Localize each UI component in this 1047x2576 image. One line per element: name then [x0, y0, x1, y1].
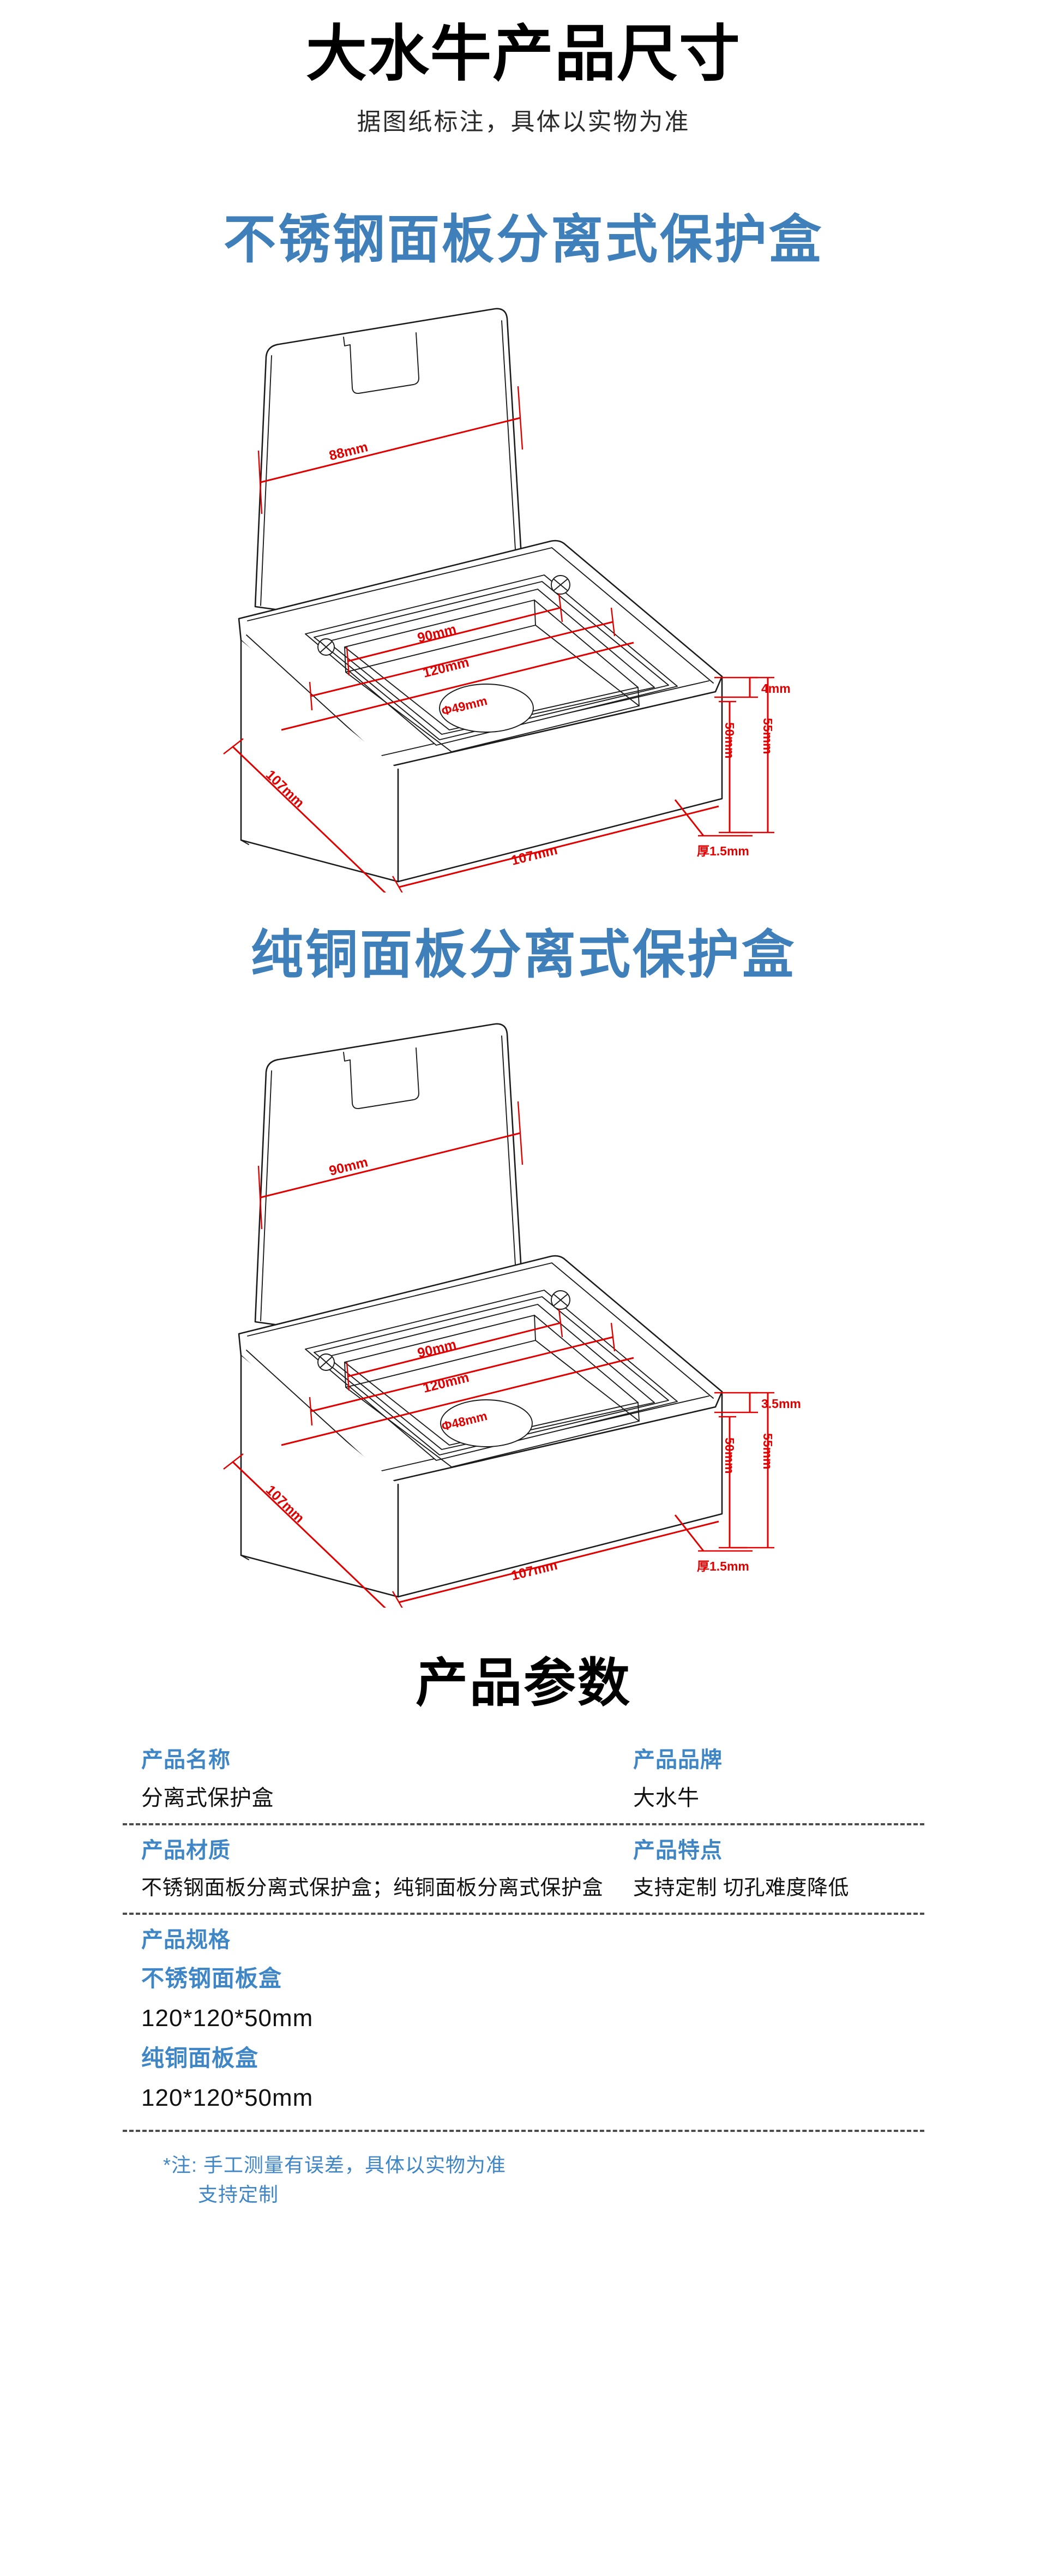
page-title: 大水牛产品尺寸	[306, 21, 741, 88]
row-divider	[123, 1913, 924, 1915]
cable-hole	[440, 1399, 533, 1448]
param-cell-name: 产品名称 分离式保护盒	[123, 1735, 630, 1814]
param-label: 产品名称	[141, 1748, 231, 1772]
row-divider	[123, 1823, 924, 1826]
technical-drawing-copper: 90mm 90mm 120mm Φ48mm 3.5mm	[223, 1023, 801, 1608]
param-value: 分离式保护盒	[141, 1786, 274, 1811]
section-heading-stainless: 不锈钢面板分离式保护盒	[224, 211, 823, 269]
dimension-side-front: 107mm	[392, 805, 719, 893]
dimension-side-front: 107mm	[392, 1520, 719, 1608]
param-value: 支持定制 切孔难度降低	[633, 1877, 850, 1900]
page-subtitle: 据图纸标注，具体以实物为准	[357, 109, 690, 136]
technical-drawing-stainless-wrap: 88mm 90mm 120mm Φ49mm 4mm	[0, 287, 1047, 893]
table-row: 产品名称 分离式保护盒 产品品牌 大水牛	[123, 1735, 924, 1826]
params-table: 产品名称 分离式保护盒 产品品牌 大水牛 产品材质 不锈钢面板分离式保护盒；纯铜…	[123, 1735, 924, 2234]
dimension-label-depth: 50mm	[723, 722, 737, 758]
dimension-thickness: 厚1.5mm	[674, 1514, 753, 1573]
dimension-label-thickness: 厚1.5mm	[697, 1559, 749, 1573]
dimension-depth: 50mm	[719, 701, 747, 834]
technical-drawing-stainless: 88mm 90mm 120mm Φ49mm 4mm	[223, 308, 791, 893]
footnote-line-1: *注: 手工测量有误差，具体以实物为准	[163, 2154, 507, 2177]
spec-item-name: 不锈钢面板盒	[141, 1966, 282, 1992]
cable-hole	[439, 684, 534, 733]
dimension-flange: 3.5mm	[714, 1392, 801, 1413]
param-label: 产品品牌	[633, 1748, 723, 1772]
screw-boss-right	[551, 575, 570, 595]
table-row: 产品材质 不锈钢面板分离式保护盒；纯铜面板分离式保护盒 产品特点 支持定制 切孔…	[123, 1825, 924, 1915]
dimension-label-thickness: 厚1.5mm	[697, 844, 749, 858]
screw-boss-left	[317, 1353, 335, 1371]
footnote-line-2: 支持定制	[198, 2183, 279, 2206]
product-spec-page: 大水牛产品尺寸 据图纸标注，具体以实物为准 不锈钢面板分离式保护盒	[0, 0, 1047, 2234]
param-cell-material: 产品材质 不锈钢面板分离式保护盒；纯铜面板分离式保护盒	[123, 1825, 630, 1904]
row-divider	[123, 2130, 924, 2132]
spec-item-name: 纯铜面板盒	[141, 2045, 259, 2071]
dimension-label-total-height: 55mm	[761, 1433, 775, 1469]
dimension-flange: 4mm	[714, 677, 791, 698]
param-cell-spec: 产品规格 不锈钢面板盒 120*120*50mm 纯铜面板盒 120*120*5…	[123, 1915, 924, 2110]
dimension-total-height: 55mm	[731, 1392, 775, 1549]
footnote: *注: 手工测量有误差，具体以实物为准 支持定制	[123, 2132, 924, 2234]
params-heading: 产品参数	[416, 1654, 631, 1713]
section-heading-copper: 纯铜面板分离式保护盒	[251, 926, 796, 985]
page-header: 大水牛产品尺寸 据图纸标注，具体以实物为准	[0, 0, 1047, 137]
dimension-label-depth: 50mm	[723, 1437, 737, 1473]
param-value: 不锈钢面板分离式保护盒；纯铜面板分离式保护盒	[141, 1877, 604, 1900]
dimension-label-total-height: 55mm	[761, 718, 775, 754]
param-cell-features: 产品特点 支持定制 切孔难度降低	[630, 1825, 924, 1904]
dimension-total-height: 55mm	[731, 677, 775, 834]
param-label: 产品材质	[141, 1838, 231, 1863]
screw-boss-right	[551, 1290, 570, 1310]
spec-item-value: 120*120*50mm	[141, 2005, 314, 2032]
technical-drawing-copper-wrap: 90mm 90mm 120mm Φ48mm 3.5mm	[0, 1002, 1047, 1608]
spec-item-value: 120*120*50mm	[141, 2084, 314, 2112]
param-label: 产品特点	[633, 1838, 723, 1863]
screw-boss-left	[317, 638, 335, 656]
dimension-label-flange: 4mm	[761, 681, 791, 696]
param-cell-brand: 产品品牌 大水牛	[630, 1735, 924, 1814]
table-row-spec: 产品规格 不锈钢面板盒 120*120*50mm 纯铜面板盒 120*120*5…	[123, 1915, 924, 2132]
dimension-thickness: 厚1.5mm	[674, 799, 753, 858]
param-label: 产品规格	[141, 1928, 231, 1952]
dimension-depth: 50mm	[719, 1416, 747, 1549]
param-value: 大水牛	[633, 1786, 700, 1811]
